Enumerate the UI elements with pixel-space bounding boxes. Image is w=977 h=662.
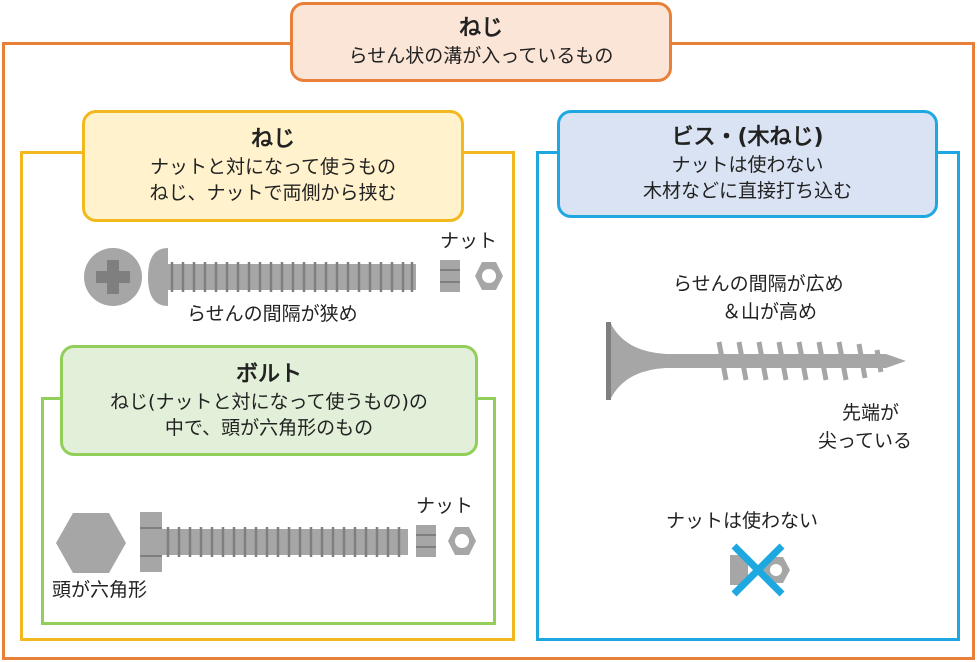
wood-screw-thread-label-2: ＆山が高め xyxy=(722,301,818,323)
bolt-desc-2: 中で、頭が六角形のもの xyxy=(164,416,374,439)
machine-screw-thread-label: らせんの間隔が狭め xyxy=(187,303,358,325)
bolt-title: ボルト xyxy=(235,361,302,387)
wood-screw-tip-label-2: 尖っている xyxy=(818,430,913,452)
no-nut-label: ナットは使わない xyxy=(666,510,819,532)
machine-screw-title-box: ねじ ナットと対になって使うもの ねじ、ナットで両側から挟む xyxy=(82,110,464,222)
bolt-nut-icon xyxy=(416,525,476,557)
bolt-icon xyxy=(140,512,408,572)
machine-screw-desc-1: ナットと対になって使うもの xyxy=(149,156,397,178)
neji-title-box: ねじ らせん状の溝が入っているもの xyxy=(290,2,672,82)
nut-icon xyxy=(440,260,503,292)
wood-screw-desc-2: 木材などに直接打ち込む xyxy=(642,180,852,202)
wood-screw-title-box: ビス・(木ねじ) ナットは使わない 木材などに直接打ち込む xyxy=(557,110,938,218)
hexagon-head-icon xyxy=(56,513,126,573)
cross-out-icon xyxy=(730,543,790,597)
wood-screw-title: ビス・(木ねじ) xyxy=(671,125,824,150)
wood-screw-tip-label-1: 先端が xyxy=(842,402,900,424)
neji-title: ねじ xyxy=(458,16,503,41)
machine-screw-nut-label: ナット xyxy=(440,230,498,252)
machine-screw-desc-2: ねじ、ナットで両側から挟む xyxy=(149,182,397,204)
wood-screw-thread-label-1: らせんの間隔が広め xyxy=(673,273,844,295)
bolt-title-box: ボルト ねじ(ナットと対になって使うもの)の 中で、頭が六角形のもの xyxy=(60,345,478,456)
phillips-head-icon xyxy=(84,248,142,306)
wood-screw-icon xyxy=(606,322,906,400)
bolt-nut-label: ナット xyxy=(416,495,474,517)
machine-screw-icon xyxy=(148,248,416,306)
neji-description: らせん状の溝が入っているもの xyxy=(348,45,614,67)
bolt-desc-1: ねじ(ナットと対になって使うもの)の xyxy=(110,390,428,413)
bolt-head-label: 頭が六角形 xyxy=(52,579,148,601)
machine-screw-title: ねじ xyxy=(250,127,295,152)
wood-screw-desc-1: ナットは使わない xyxy=(671,154,824,176)
